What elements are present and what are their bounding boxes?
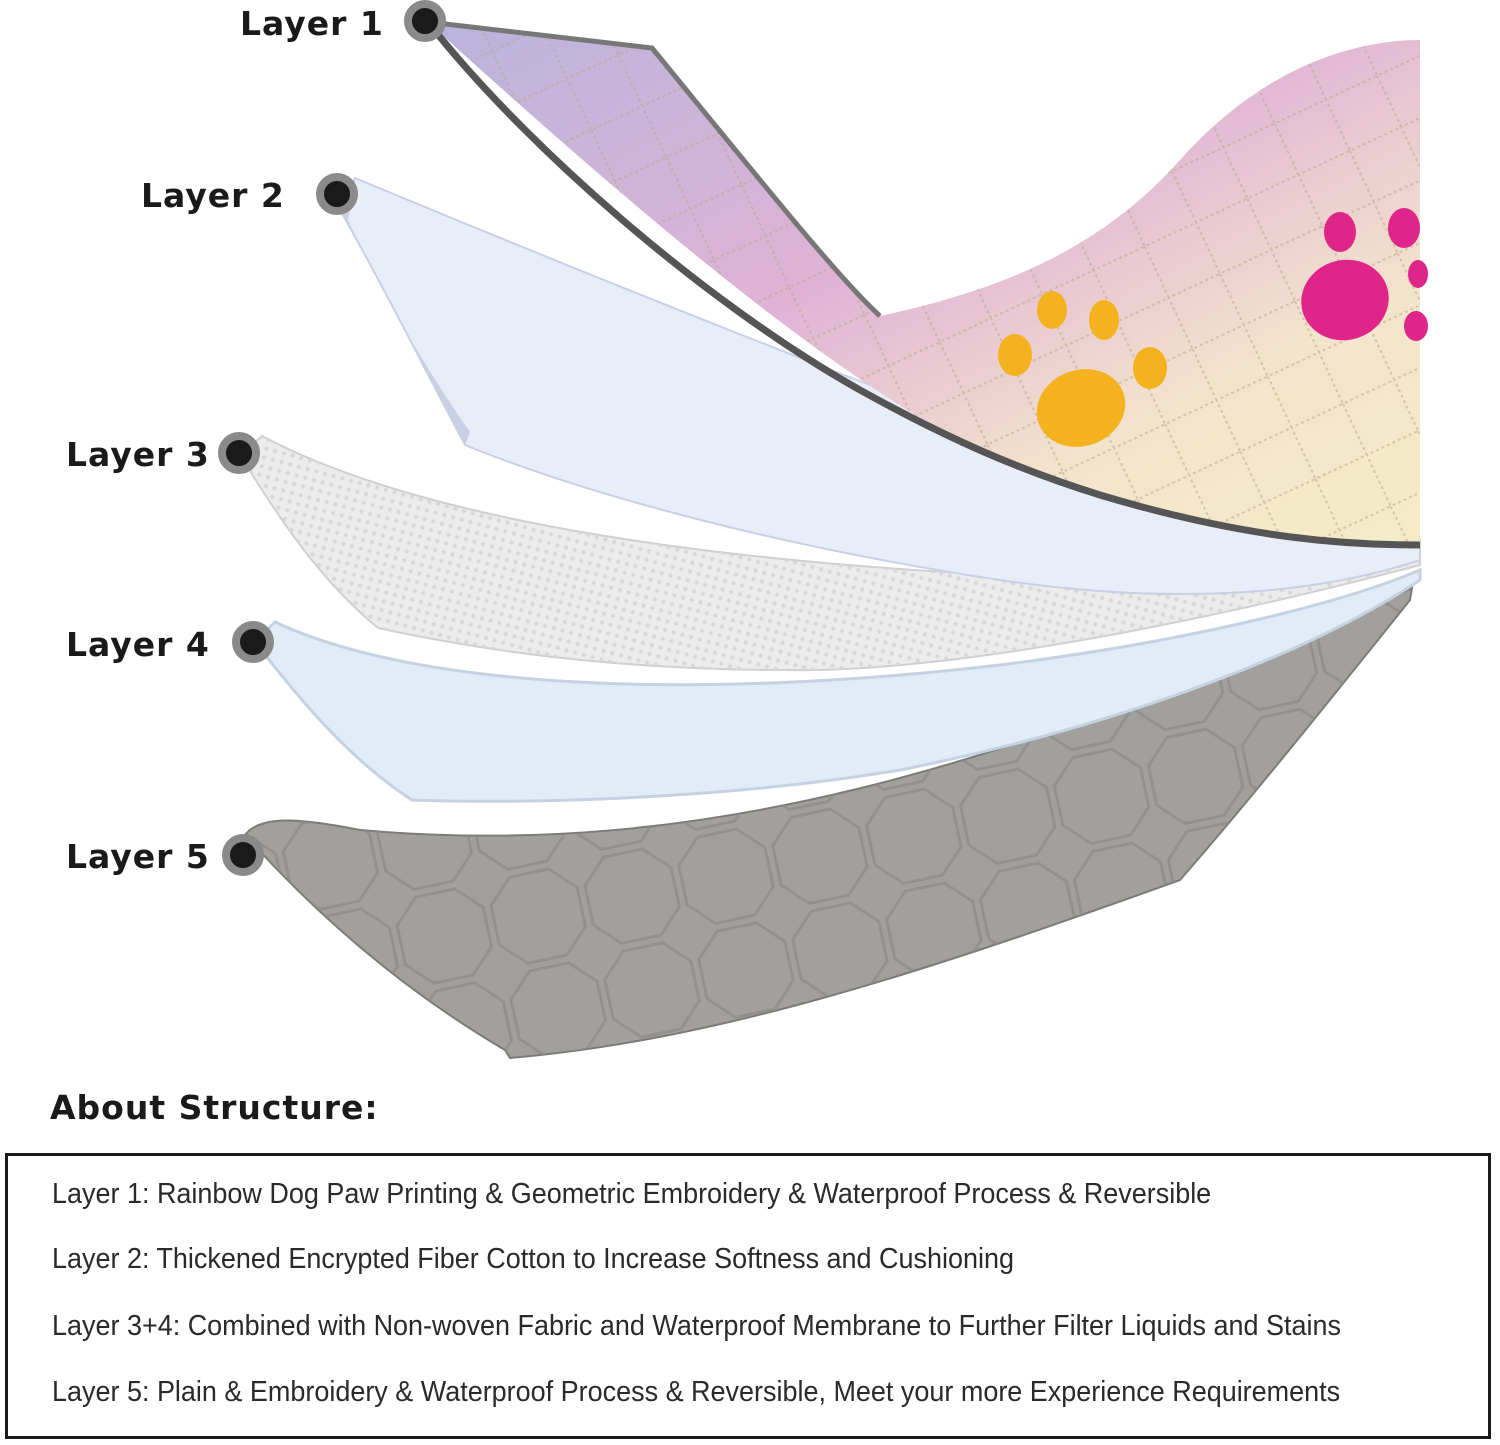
layer-4-sheet <box>253 567 1422 803</box>
layer-3-sheet <box>238 434 1421 672</box>
layer-diagram <box>238 19 1428 1060</box>
layer-2-marker-dot <box>316 173 358 215</box>
layer-2-label: Layer 2 <box>141 176 285 215</box>
layer-5-sheet <box>243 586 1414 1060</box>
layer-1-label: Layer 1 <box>240 4 384 43</box>
structure-line-layer-1: Layer 1: Rainbow Dog Paw Printing & Geom… <box>52 1178 1212 1210</box>
paw-print-pink <box>1301 208 1428 341</box>
layer-5-marker-dot <box>222 834 264 876</box>
layer-4-label: Layer 4 <box>66 625 210 664</box>
structure-line-layer-3-4: Layer 3+4: Combined with Non-woven Fabri… <box>52 1310 1341 1342</box>
structure-heading: About Structure: <box>50 1088 379 1127</box>
structure-line-layer-2: Layer 2: Thickened Encrypted Fiber Cotto… <box>52 1243 1014 1275</box>
structure-description-box: Layer 1: Rainbow Dog Paw Printing & Geom… <box>5 1153 1491 1439</box>
layer-5-label: Layer 5 <box>66 837 210 876</box>
layer-3-marker-dot <box>218 432 260 474</box>
structure-line-layer-5: Layer 5: Plain & Embroidery & Waterproof… <box>52 1376 1341 1408</box>
paw-print-orange <box>998 291 1167 447</box>
layer-1-marker-dot <box>404 0 446 42</box>
layer-1-sheet <box>425 19 1428 549</box>
layer-4-marker-dot <box>232 621 274 663</box>
layer-3-label: Layer 3 <box>66 435 210 474</box>
